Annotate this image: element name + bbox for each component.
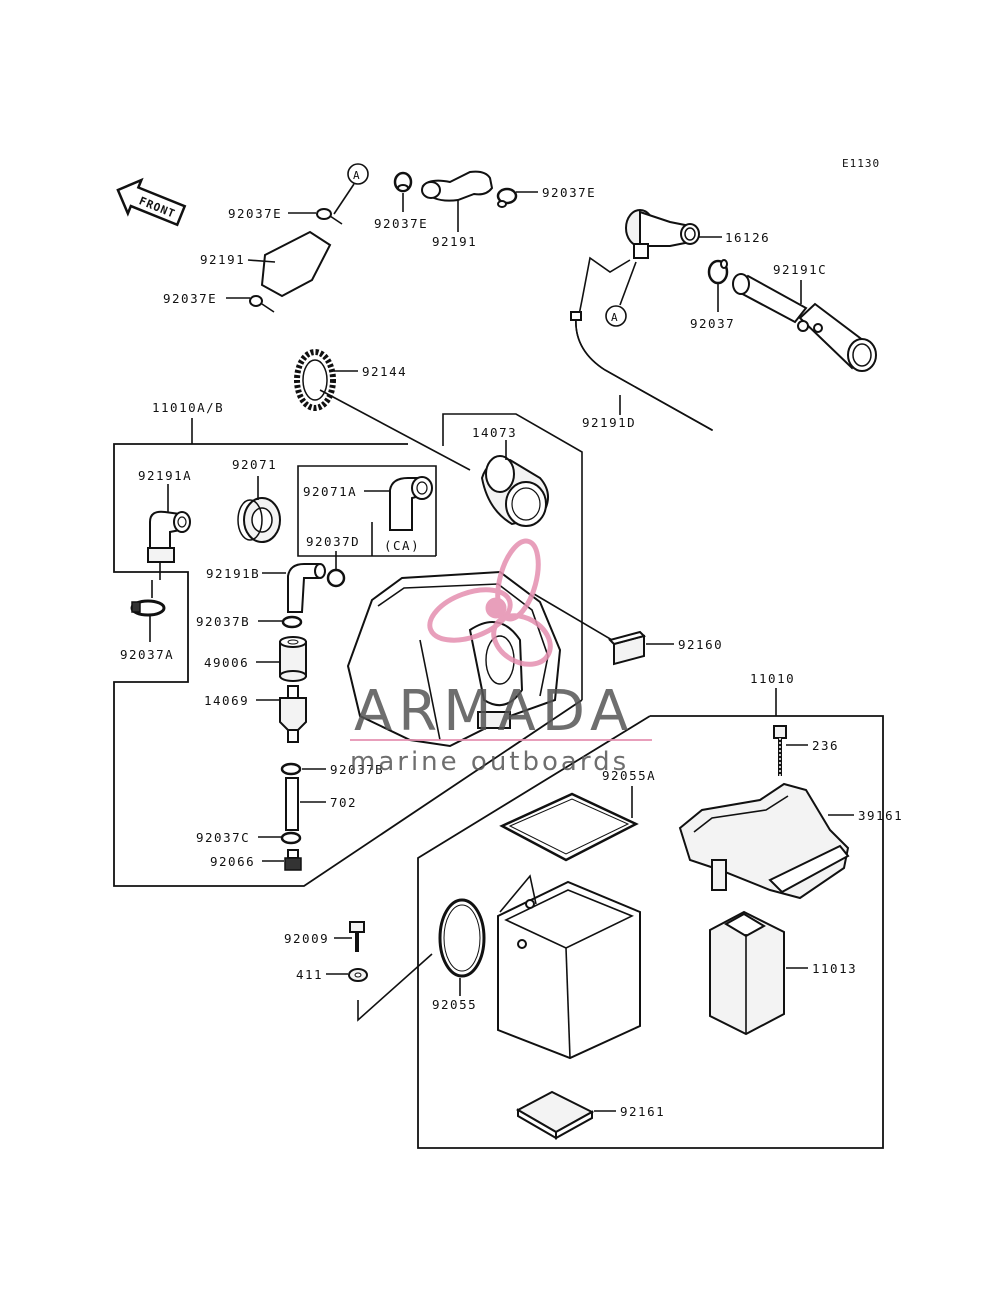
label-92037A: 92037A: [120, 647, 174, 662]
block-92160: [608, 630, 646, 666]
gasket-92055A: [499, 792, 639, 862]
filter-49006: [279, 636, 307, 682]
label-92191A: 92191A: [138, 468, 192, 483]
grommet-92071: [237, 497, 281, 543]
clamp-92037E-b: [249, 295, 275, 313]
label-92191-a: 92191: [200, 252, 245, 267]
label-11010AB: 11010A/B: [152, 400, 224, 415]
label-92191C: 92191C: [773, 262, 827, 277]
watermark-title: ARMADA: [354, 679, 634, 744]
label-16126: 16126: [725, 230, 770, 245]
element-11013: [709, 910, 785, 1036]
label-236: 236: [812, 738, 839, 753]
label-92037E-c: 92037E: [374, 216, 428, 231]
label-11010: 11010: [750, 671, 795, 686]
label-11013: 11013: [812, 961, 857, 976]
callout-a-mid: A: [605, 305, 627, 327]
label-92071A: 92071A: [303, 484, 357, 499]
label-92055: 92055: [432, 997, 477, 1012]
clamp-92037E-a: [316, 208, 343, 225]
elbow-92071A: [389, 476, 433, 531]
filter-14069: [279, 685, 307, 743]
label-92009: 92009: [284, 931, 329, 946]
label-411: 411: [296, 967, 323, 982]
clamp-92037A: [130, 599, 166, 617]
label-14073: 14073: [472, 425, 517, 440]
washer-411: [348, 968, 368, 982]
clamp-92037E-d: [496, 187, 518, 208]
hose-92191B: [287, 563, 326, 613]
oring-92055: [438, 898, 486, 978]
label-49006: 49006: [204, 655, 249, 670]
label-92037E-a: 92037E: [228, 206, 282, 221]
spring-92144: [294, 349, 336, 411]
label-92055A: 92055A: [602, 768, 656, 783]
tube-702: [285, 777, 299, 831]
box-92071A: [297, 465, 437, 556]
boot-14073: [480, 455, 549, 527]
filter-case: [497, 880, 641, 1060]
label-92161: 92161: [620, 1104, 665, 1119]
frame-11010AB: [113, 443, 583, 887]
label-92144: 92144: [362, 364, 407, 379]
label-92037: 92037: [690, 316, 735, 331]
diagram-code: E1130: [842, 157, 880, 170]
label-92191-b: 92191: [432, 234, 477, 249]
label-92037D: 92037D: [306, 534, 360, 549]
label-39161: 39161: [858, 808, 903, 823]
label-92037B-a: 92037B: [196, 614, 250, 629]
label-92191D: 92191D: [582, 415, 636, 430]
label-92191B: 92191B: [206, 566, 260, 581]
watermark-subtitle: marine outboards: [350, 747, 629, 777]
clamp-92037E-c: [393, 171, 413, 193]
label-14069: 14069: [204, 693, 249, 708]
watermark-logo: [427, 538, 553, 667]
elbow-92191A: [147, 510, 191, 563]
label-CA: (CA): [384, 538, 420, 553]
label-92037E-b: 92037E: [163, 291, 217, 306]
clamp-92037C: [280, 831, 302, 845]
valve-16126: [625, 209, 700, 259]
cover-39161: [678, 782, 850, 900]
label-92037B-b: 92037B: [330, 762, 384, 777]
bolt-236: [773, 725, 787, 776]
clamp-92037B-top: [281, 615, 303, 629]
screw-92009: [349, 921, 365, 952]
clamp-92037B-bottom: [280, 762, 302, 776]
label-702: 702: [330, 795, 357, 810]
clamp-92037: [707, 259, 729, 285]
fitting-92066: [284, 849, 302, 871]
watermark: ARMADA marine outboards: [350, 538, 652, 777]
label-92066: 92066: [210, 854, 255, 869]
pad-92161: [515, 1090, 595, 1140]
callout-letter: A: [353, 169, 361, 182]
frame-11010: [417, 715, 884, 1149]
callout-letter-2: A: [611, 311, 619, 324]
hose-92191C: [732, 273, 877, 372]
front-arrow: FRONT: [116, 177, 187, 227]
clamp-92037D: [326, 568, 346, 588]
label-92037C: 92037C: [196, 830, 250, 845]
label-92071: 92071: [232, 457, 277, 472]
hose-92191D: [570, 311, 713, 431]
callout-a-top: A: [333, 163, 369, 215]
label-92160: 92160: [678, 637, 723, 652]
label-92037E-d: 92037E: [542, 185, 596, 200]
hose-92191-left: [260, 230, 332, 298]
